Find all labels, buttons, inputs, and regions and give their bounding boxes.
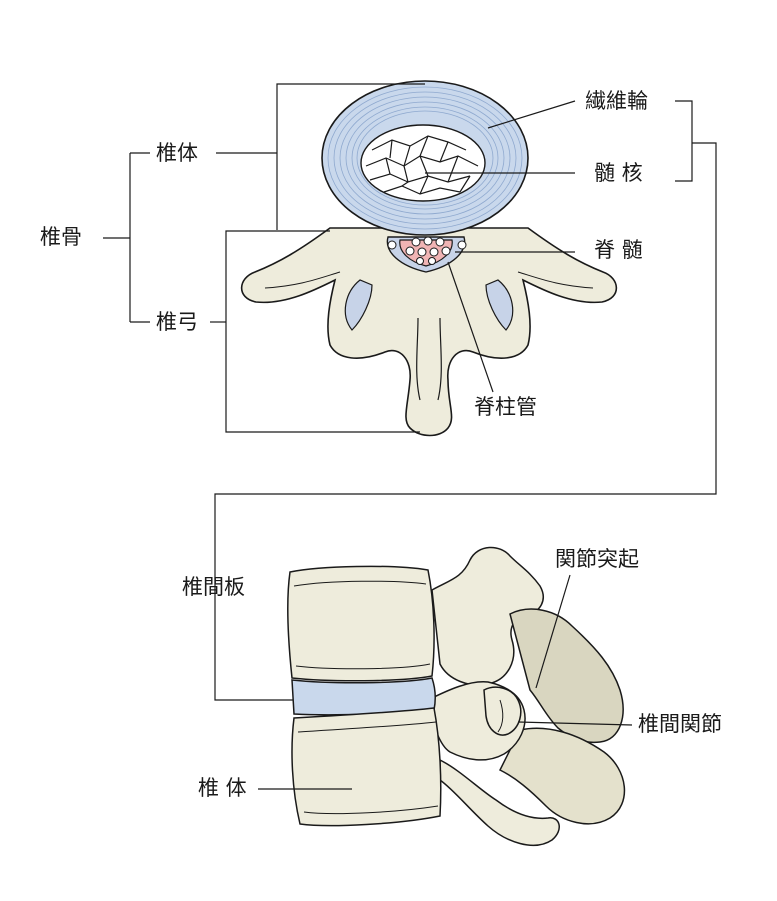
facet-left: [344, 279, 373, 331]
intervertebral-disc-shape: [291, 677, 437, 716]
transverse-line-left: [264, 271, 341, 289]
nerve-roots: [387, 236, 467, 265]
lower-vertebral-body: [291, 707, 442, 827]
facet-right: [485, 279, 514, 331]
annulus-rings: [327, 86, 523, 230]
label-vertebral-body-side: 椎 体: [198, 776, 247, 800]
label-intervertebral-disc: 椎間板: [182, 575, 245, 599]
label-articular-process: 関節突起: [555, 547, 639, 571]
label-annulus-fibrosus: 繊維輪: [585, 89, 648, 113]
upper-vertebral-body: [287, 565, 435, 682]
label-vertebral-arch: 椎弓: [156, 310, 198, 334]
spinous-process-line-right: [437, 317, 442, 401]
label-facet-joint: 椎間関節: [638, 712, 722, 736]
axial-vertebra-illustration: [240, 80, 618, 437]
label-vertebral-body-top: 椎体: [156, 141, 198, 165]
top-bracket-lines: [103, 83, 717, 701]
transverse-line-right: [517, 271, 594, 289]
lateral-spine-illustration: [287, 546, 626, 847]
label-vertebra: 椎骨: [40, 225, 82, 249]
lower-arch-bottom: [439, 758, 560, 847]
label-spinal-cord: 脊 髄: [594, 238, 643, 262]
vertebral-arch-shape: [240, 227, 618, 437]
side-leader-lines: [258, 574, 633, 790]
nucleus-texture: [365, 135, 479, 195]
lower-spinous-process: [498, 727, 626, 825]
lower-posterior-process: [509, 608, 624, 744]
label-nucleus-pulposus: 髄 核: [594, 161, 643, 185]
spinous-process-line-left: [416, 317, 421, 401]
label-spinal-canal: 脊柱管: [474, 395, 537, 419]
